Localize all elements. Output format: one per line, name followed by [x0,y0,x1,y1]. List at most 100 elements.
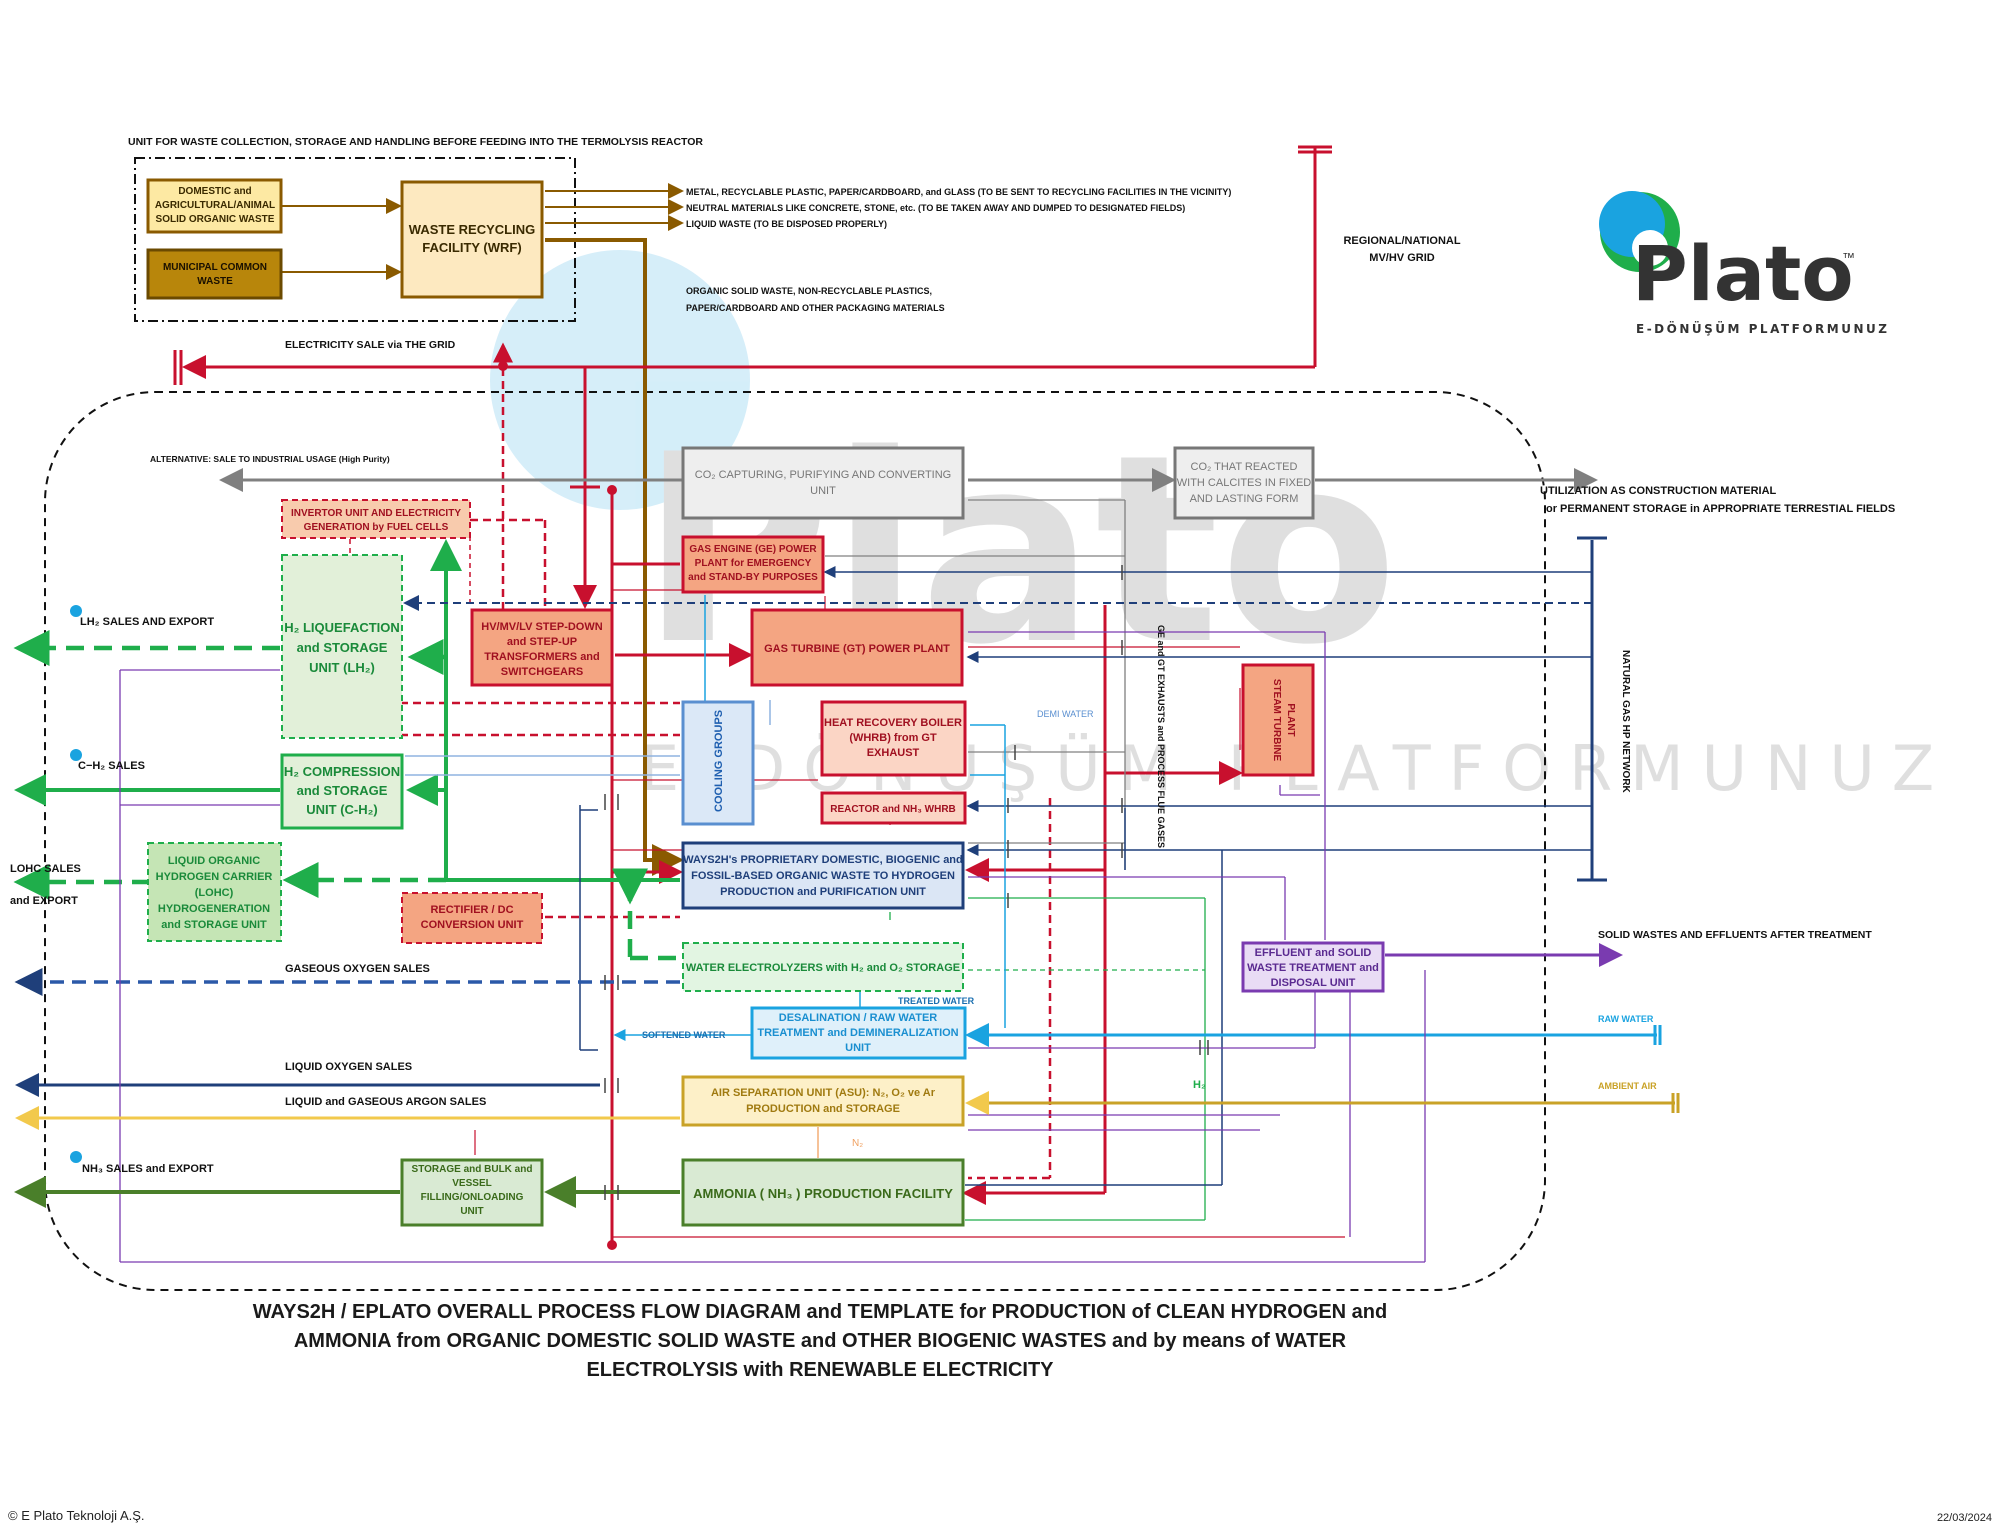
svg-text:WITH CALCITES IN FIXED: WITH CALCITES IN FIXED [1177,477,1312,489]
svg-text:(WHRB) from GT: (WHRB) from GT [849,732,937,744]
desalination-box [750,1006,967,1060]
svg-text:and STAND-BY PURPOSES: and STAND-BY PURPOSES [688,572,818,583]
gas-engine-label: GAS ENGINE (GE) POWER PLANT for EMERGENC… [688,544,818,583]
utilization-label: UTILIZATION AS CONSTRUCTION MATERIAL or … [1540,485,1895,515]
plato-logo-name: Plato [1632,229,1854,318]
svg-text:PRODUCTION and PURIFICATION UN: PRODUCTION and PURIFICATION UNIT [720,886,926,898]
plato-logo-mark: ™ [1842,250,1855,265]
organic-solid-label: ORGANIC SOLID WASTE, NON-RECYCLABLE PLAS… [686,286,945,313]
ge-gt-exhaust-label: GE and GT EXHAUSTS and PROCESS FLUE GASE… [1156,625,1166,848]
gas-turbine-label: GAS TURBINE (GT) POWER PLANT [764,643,950,655]
asu-label: AIR SEPARATION UNIT (ASU): N₂, O₂ ve Ar … [711,1087,936,1115]
water-electrolyzers-label: WATER ELECTROLYZERS with H₂ and O₂ STORA… [686,962,960,974]
title-line-1: WAYS2H / EPLATO OVERALL PROCESS FLOW DIA… [252,1301,1388,1323]
whrb-label: HEAT RECOVERY BOILER (WHRB) from GT EXHA… [824,717,962,759]
title-line-2: AMMONIA from ORGANIC DOMESTIC SOLID WAST… [293,1330,1347,1352]
inverter-box [281,499,471,539]
title-line-3: ELECTROLYSIS with RENEWABLE ELECTRICITY [586,1359,1054,1381]
demi-water-label: DEMI WATER [1037,709,1094,719]
svg-text:HYDROGEN CARRIER: HYDROGEN CARRIER [156,871,273,883]
svg-text:DISPOSAL UNIT: DISPOSAL UNIT [1271,977,1356,989]
ways2h-label: WAYS2H's PROPRIETARY DOMESTIC, BIOGENIC … [683,854,963,898]
ambient-air-label: AMBIENT AIR [1598,1081,1657,1091]
waste-recycling-facility-box [400,180,544,299]
raw-water-label: RAW WATER [1598,1014,1654,1024]
svg-text:UNIT: UNIT [460,1206,483,1217]
electricity-sale-label: ELECTRICITY SALE via THE GRID [285,339,456,351]
svg-text:SWITCHGEARS: SWITCHGEARS [501,666,584,678]
reactor-box [820,791,967,825]
storage-bulk-box [400,1158,544,1227]
reactor-label: REACTOR and NH₃ WHRB [830,804,956,815]
svg-text:SOLID ORGANIC WASTE: SOLID ORGANIC WASTE [156,214,275,225]
gaseous-oxygen-label: GASEOUS OXYGEN SALES [285,963,430,975]
liquid-oxygen-label: LIQUID OXYGEN SALES [285,1061,412,1073]
svg-text:FOSSIL-BASED ORGANIC WASTE TO: FOSSIL-BASED ORGANIC WASTE TO HYDROGEN [691,870,955,882]
svg-text:WASTE: WASTE [197,276,233,287]
h2-flow-label: H₂ [1193,1079,1206,1091]
svg-text:HV/MV/LV STEP-DOWN: HV/MV/LV STEP-DOWN [481,621,602,633]
h2-compression-label: H₂ COMPRESSION and STORAGE UNIT (C-H₂) [284,764,400,817]
effluent-box [1241,941,1385,993]
svg-text:REGIONAL/NATIONAL: REGIONAL/NATIONAL [1343,235,1460,247]
domestic-waste-box [146,178,283,234]
svg-text:and STEP-UP: and STEP-UP [507,636,577,648]
co2-capture-box [681,446,965,520]
wrf-output-neutral: NEUTRAL MATERIALS LIKE CONCRETE, STONE, … [686,203,1185,213]
asu-box [681,1075,965,1127]
svg-text:CONVERSION UNIT: CONVERSION UNIT [421,919,524,931]
svg-text:FACILITY (WRF): FACILITY (WRF) [422,240,521,255]
transformers-box [470,608,614,687]
svg-text:TREATMENT and DEMINERALIZATION: TREATMENT and DEMINERALIZATION [757,1027,958,1039]
svg-text:TRANSFORMERS and: TRANSFORMERS and [484,651,600,663]
svg-text:WAYS2H's PROPRIETARY DOMESTIC,: WAYS2H's PROPRIETARY DOMESTIC, BIOGENIC … [683,854,963,866]
svg-text:PAPER/CARDBOARD AND OTHER PACK: PAPER/CARDBOARD AND OTHER PACKAGING MATE… [686,303,945,313]
ammonia-box [681,1158,965,1227]
wrf-output-recycling: METAL, RECYCLABLE PLASTIC, PAPER/CARDBOA… [686,187,1231,197]
svg-text:WASTE TREATMENT and: WASTE TREATMENT and [1247,962,1379,974]
whrb-box [820,700,967,777]
plato-logo: Plato ™ E-DÖNÜŞÜM PLATFORMUNUZ [1599,191,1887,336]
softened-water-label: SOFTENED WATER [642,1030,726,1040]
svg-text:and STORAGE UNIT: and STORAGE UNIT [161,919,267,931]
svg-text:UNIT (C-H₂): UNIT (C-H₂) [306,802,377,817]
water-electrolyzers-box [682,942,964,992]
svg-text:DESALINATION / RAW WATER: DESALINATION / RAW WATER [779,1012,938,1024]
svg-text:EXHAUST: EXHAUST [867,747,920,759]
svg-text:RECTIFIER / DC: RECTIFIER / DC [430,904,513,916]
svg-text:CO₂ CAPTURING, PURIFYING AND C: CO₂ CAPTURING, PURIFYING AND CONVERTING [695,469,951,481]
alternative-sale-label: ALTERNATIVE: SALE TO INDUSTRIAL USAGE (H… [150,454,390,464]
svg-text:GENERATION by FUEL CELLS: GENERATION by FUEL CELLS [304,522,449,533]
inverter-label: INVERTOR UNIT AND ELECTRICITY GENERATION… [291,508,461,533]
treated-water-label: TREATED WATER [898,996,975,1006]
copyright-footer: © E Plato Teknoloji A.Ş. [8,1508,145,1523]
co2-calcite-box [1173,446,1315,520]
natural-gas-label: NATURAL GAS HP NETWORK [1620,650,1631,794]
svg-text:PLANT for EMERGENCY: PLANT for EMERGENCY [695,558,812,569]
svg-text:LOHC SALES: LOHC SALES [10,863,81,875]
municipal-waste-box [146,248,283,300]
ways2h-box [681,841,965,910]
svg-text:H₂ COMPRESSION: H₂ COMPRESSION [284,764,400,779]
svg-text:and EXPORT: and EXPORT [10,895,78,907]
desalination-label: DESALINATION / RAW WATER TREATMENT and D… [757,1012,958,1054]
svg-text:HEAT RECOVERY BOILER: HEAT RECOVERY BOILER [824,717,962,729]
steam-turbine-box [1241,663,1315,777]
svg-text:UNIT (LH₂): UNIT (LH₂) [309,660,375,675]
svg-text:VESSEL: VESSEL [452,1178,491,1189]
steam-turbine-label: STEAM TURBINE PLANT [1271,679,1296,762]
gas-turbine-box [750,608,964,687]
lh2-sales-label: LH₂ SALES AND EXPORT [80,616,214,628]
plato-badge-icons [70,605,82,1163]
svg-text:LIQUID ORGANIC: LIQUID ORGANIC [168,855,260,867]
svg-text:PRODUCTION and STORAGE: PRODUCTION and STORAGE [746,1103,900,1115]
svg-text:INVERTOR UNIT AND ELECTRICITY: INVERTOR UNIT AND ELECTRICITY [291,508,461,519]
argon-sales-label: LIQUID and GASEOUS ARGON SALES [285,1096,486,1108]
svg-text:MUNICIPAL COMMON: MUNICIPAL COMMON [163,262,267,273]
effluent-label: EFFLUENT and SOLID WASTE TREATMENT and D… [1247,947,1379,989]
date-footer: 22/03/2024 [1936,1512,1992,1524]
h2-compression-box [280,753,404,830]
cooling-groups-box [681,700,755,826]
domestic-waste-label: DOMESTIC and AGRICULTURAL/ANIMAL SOLID O… [155,186,275,225]
svg-text:and STORAGE: and STORAGE [297,783,388,798]
